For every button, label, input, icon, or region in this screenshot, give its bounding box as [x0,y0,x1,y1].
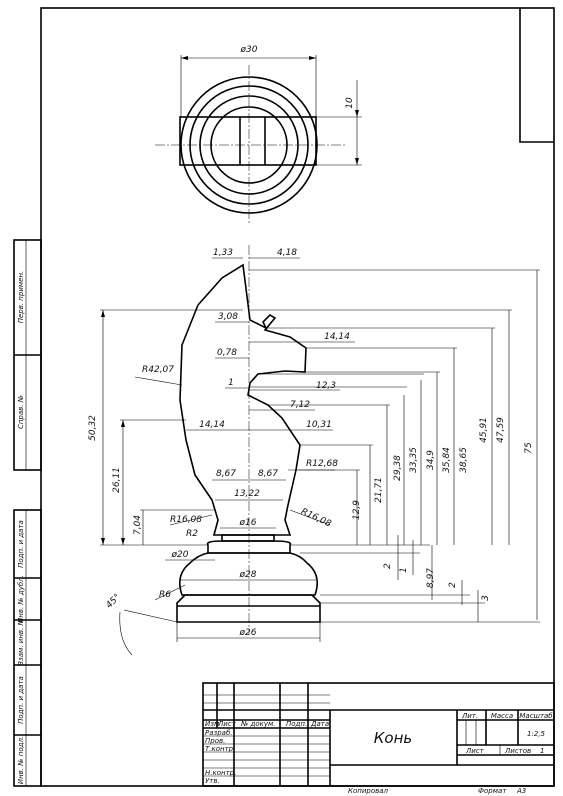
part-name: Конь [374,729,412,747]
tb-col-3: Подп. [286,720,307,728]
dim-r-0: R42,07 [142,365,174,375]
tb-role-0: Разраб. [205,729,233,737]
copied-label: Копировал [348,787,389,795]
dim-right-5: 35,84 [442,447,452,473]
tb-role-2: Т.контр. [205,745,235,753]
dim-h-10: 8,67 [216,469,236,479]
dim-h-12: 13,22 [234,489,260,499]
sheets-count: 1 [540,747,544,755]
lit-label: Лит. [461,712,478,720]
scale-label: Масштаб [519,712,553,720]
dim-left-2: 7,04 [133,515,143,535]
right-vertical-dims [249,269,540,623]
dim-angle: 45° [104,592,122,610]
dim-h-14: ø20 [171,550,189,560]
dim-left-1: 26,11 [112,467,122,493]
dim-r-1: R12,68 [306,459,338,469]
dim-top-diameter: ø30 [240,45,258,55]
mass-label: Масса [491,712,513,720]
tb-role-3: Н.контр. [205,769,236,777]
dim-h-11: 8,67 [258,469,278,479]
dim-h-6: 12,3 [316,381,336,391]
dim-right-11: 1 [399,567,409,573]
tb-col-0: Изм [205,720,220,728]
tb-role-1: Пров. [205,737,225,745]
title-block [202,682,555,787]
dim-right-10: 2 [383,563,393,569]
sheets-label: Листов [504,747,531,755]
top-view: ø30 10 [155,45,362,225]
dim-h-3: 14,14 [324,332,350,342]
dim-right-1: 21,71 [374,477,384,503]
dim-r-2: R16,08 [170,515,202,525]
dim-right-9: 75 [524,442,534,454]
side-strip: Перв. примен. Справ. № Подп. и дата Инв.… [13,239,42,787]
scale-value: 1:2,5 [527,730,545,738]
side-label-1: Справ. № [17,395,25,429]
format-value: А3 [516,787,526,795]
sheet-label: Лист [465,747,485,755]
dim-top-height: 10 [345,97,355,109]
dim-h-7: 7,12 [290,400,310,410]
dim-right-13: 2 [448,582,458,588]
dim-right-8: 47,59 [496,417,506,443]
dim-right-6: 38,65 [459,447,469,473]
dim-h-1: 4,18 [277,248,297,258]
drawing-frame [40,7,555,787]
front-view: 50,32 26,11 7,04 [88,245,540,656]
format-label: Формат [478,787,507,795]
side-label-0: Перв. примен. [17,271,25,324]
side-label-4: Взам. инв. № [17,618,25,666]
dim-r-5: R6 [159,590,171,600]
side-label-5: Подп. и дата [17,676,25,724]
side-label-6: Инв. № подл. [17,736,25,784]
dim-right-3: 33,35 [409,447,419,473]
tb-col-2: № докум. [240,720,276,728]
tb-col-4: Дата [310,720,329,728]
dim-h-16: ø26 [239,628,257,638]
tb-role-4: Утв. [205,777,220,785]
dim-r-4: R16,08 [299,507,332,530]
side-label-3: Инв. № дубл. [17,575,25,623]
dim-h-4: 0,78 [217,348,237,358]
dim-right-0: 12,9 [352,500,362,520]
dim-h-9: 10,31 [306,420,332,430]
dim-right-4: 34,9 [426,450,436,470]
dim-right-12: 8,97 [426,568,436,588]
dim-h-2: 3,08 [218,312,238,322]
dim-h-15: ø28 [239,570,257,580]
dim-h-0: 1,33 [213,248,233,258]
dim-left-0: 50,32 [88,415,98,441]
side-label-2: Подп. и дата [17,520,25,568]
dim-h-8: 14,14 [199,420,225,430]
dim-h-13: ø16 [239,518,257,528]
dim-right-7: 45,91 [479,417,489,443]
top-right-stamp [519,8,554,143]
dim-h-5: 1 [228,378,234,388]
dim-right-14: 3 [481,595,491,601]
tb-col-1: Лист [217,720,237,728]
dim-r-3: R2 [186,529,198,539]
dim-right-2: 29,38 [393,455,403,481]
